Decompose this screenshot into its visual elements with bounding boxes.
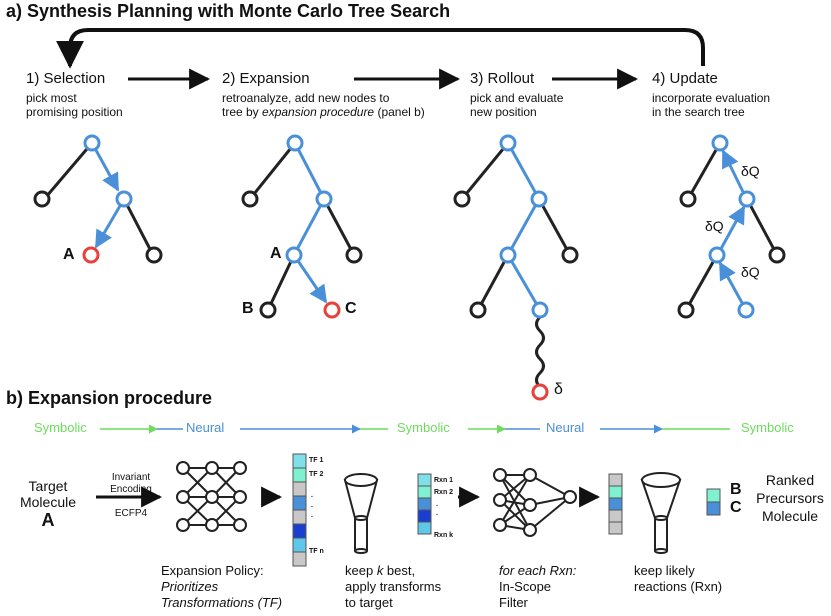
mode-symbolic-1: Symbolic: [34, 420, 87, 435]
step-rollout-desc-2: new position: [470, 105, 537, 119]
node-label-delta: δ: [554, 381, 563, 398]
rxn-label-2: Rxn 2: [434, 489, 454, 496]
policy-caption-1: Expansion Policy:: [161, 563, 264, 578]
policy-caption-2: Prioritizes: [161, 579, 219, 594]
funnel-keep: [343, 473, 379, 554]
filter-vector: [608, 473, 623, 535]
tf-dot-1: .: [311, 492, 313, 499]
keep-caption-3: to target: [345, 595, 393, 610]
result-caption-2: Precursors: [756, 490, 824, 506]
target-label-2: Molecule: [19, 494, 77, 510]
mode-neural-2: Neural: [546, 420, 585, 435]
mode-symbolic-2: Symbolic: [397, 420, 450, 435]
likely-caption-2: reactions (Rxn): [634, 579, 723, 594]
mode-symbolic-3: Symbolic: [741, 420, 794, 435]
dq-label-mid: δQ: [705, 218, 724, 234]
panel-a-title: a) Synthesis Planning with Monte Carlo T…: [6, 1, 451, 21]
step-selection-title: 1) Selection: [26, 70, 106, 87]
feedback-arrow: [56, 28, 705, 69]
step-selection-desc-2: promising position: [26, 105, 123, 119]
likely-caption-1: keep likely: [634, 563, 695, 578]
result-label-c: C: [730, 499, 742, 516]
result-b-square: [706, 488, 721, 503]
policy-network: [176, 461, 247, 532]
node-label-a-tree1: A: [63, 246, 75, 263]
encoding-label-3: ECFP4: [114, 508, 148, 519]
step-expansion-title: 2) Expansion: [222, 70, 310, 87]
step-selection-desc-1: pick most: [26, 91, 77, 105]
encoding-label-1: Invariant: [111, 472, 151, 483]
encoding-label-2: Encoding: [110, 484, 152, 495]
tf-dot-2: .: [311, 502, 313, 509]
rxn-label-1: Rxn 1: [434, 477, 454, 484]
step-update-desc-2: in the search tree: [652, 105, 745, 119]
node-label-b: B: [242, 300, 254, 317]
filter-network: [493, 468, 577, 537]
step-expansion-desc-2: tree by expansion procedure (panel b): [222, 105, 425, 119]
rxn-label-k: Rxn k: [434, 532, 454, 539]
target-label-1: Target: [28, 478, 68, 494]
tf-label-1: TF 1: [309, 457, 324, 464]
funnel-likely: [640, 472, 682, 554]
rxn-dot-1: .: [436, 501, 438, 508]
rxn-dot-2: .: [436, 510, 438, 517]
policy-caption-3: Transformations (TF): [161, 595, 283, 610]
tree-expansion: [241, 134, 363, 319]
keep-caption-1: keep k best,: [345, 563, 416, 578]
result-caption-3: Molecule: [761, 508, 819, 524]
mode-neural-1: Neural: [186, 420, 225, 435]
step-update-title: 4) Update: [652, 70, 718, 87]
step-update-desc-1: incorporate evaluation: [652, 91, 771, 105]
tf-dot-3: .: [311, 512, 313, 519]
tf-label-n: TF n: [309, 548, 324, 555]
panel-b-title: b) Expansion procedure: [6, 388, 213, 408]
tf-vector: [292, 453, 307, 567]
filter-caption-1: for each Rxn:: [499, 563, 577, 578]
tree-rollout: [453, 134, 579, 401]
result-c-square: [706, 501, 721, 516]
step-rollout-title: 3) Rollout: [470, 70, 535, 87]
rxn-vector: [417, 473, 432, 535]
filter-caption-3: Filter: [499, 595, 528, 610]
dq-label-top: δQ: [741, 163, 760, 179]
tree-update: [677, 134, 786, 319]
keep-caption-2: apply transforms: [345, 579, 442, 594]
dq-label-bottom: δQ: [741, 264, 760, 280]
target-letter: A: [41, 510, 55, 530]
step-expansion-desc-1: retroanalyze, add new nodes to: [222, 91, 390, 105]
filter-caption-2: In-Scope: [499, 579, 552, 594]
result-label-b: B: [730, 481, 742, 498]
tree-selection: [33, 134, 163, 264]
step-rollout-desc-1: pick and evaluate: [470, 91, 564, 105]
result-caption-1: Ranked: [765, 472, 815, 488]
node-label-c: C: [345, 300, 357, 317]
node-label-a-tree2: A: [270, 245, 282, 262]
tf-label-2: TF 2: [309, 471, 324, 478]
